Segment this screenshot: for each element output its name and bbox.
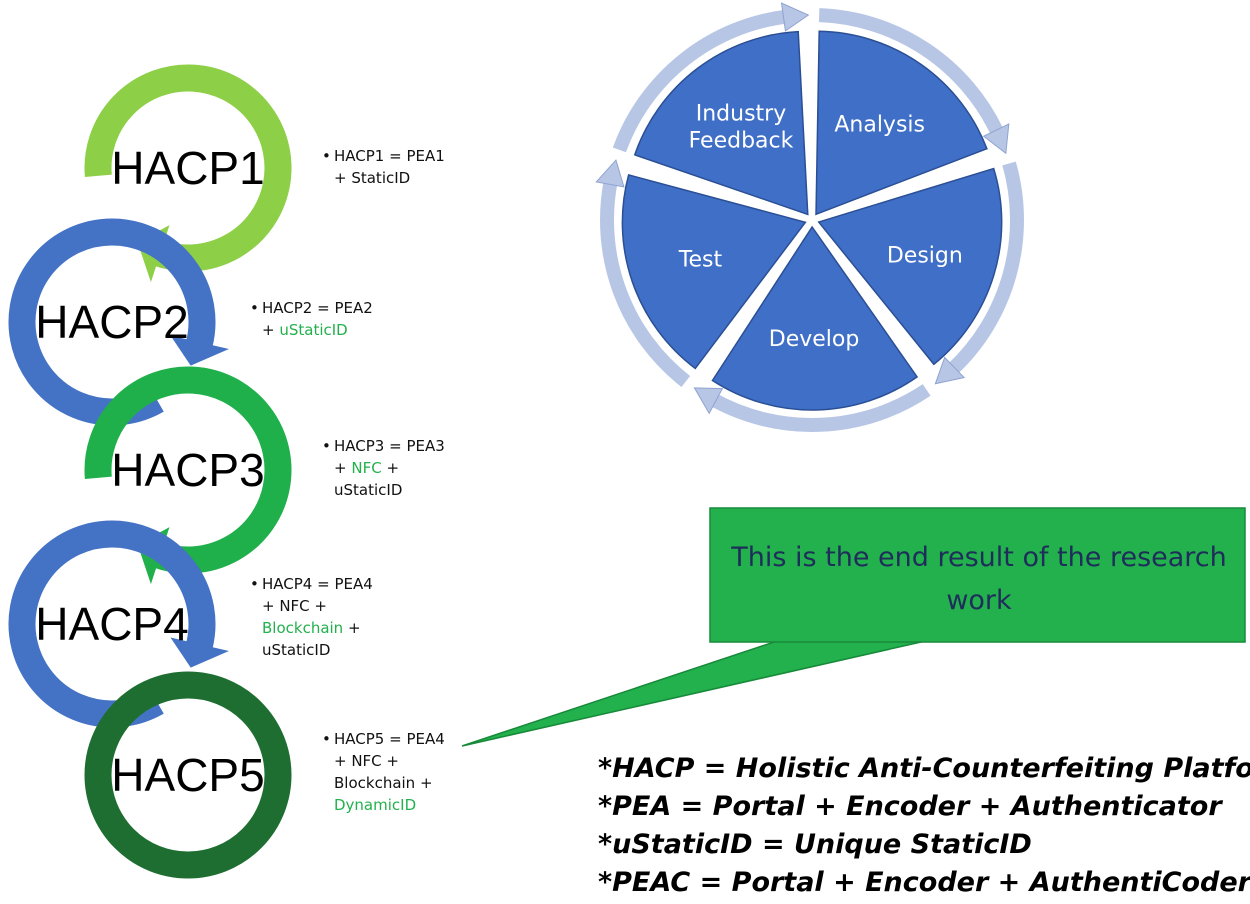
callout-pointer <box>461 639 931 747</box>
hacp-note-3: •HACP3 = PEA3+ NFC +uStaticID <box>322 435 445 501</box>
segment-wedge <box>633 30 809 216</box>
note-text: HACP3 = PEA3 <box>334 437 445 455</box>
bullet-icon: • <box>322 437 331 455</box>
legend-line-hacp: *HACP = Holistic Anti-Counterfeiting Pla… <box>598 753 1250 784</box>
hacp-ring <box>84 366 292 574</box>
note-text: uStaticID <box>334 481 403 499</box>
legend-line-ustaticid: *uStaticID = Unique StaticID <box>598 829 1032 860</box>
cycle-arrow-band <box>947 161 1024 376</box>
segment-wedge <box>815 30 988 216</box>
segment-wedge <box>711 225 919 411</box>
callout-text: This is the end result of the research w… <box>731 542 1227 616</box>
cycle-arrow-band <box>612 9 788 153</box>
cycle-segment: Test <box>595 159 807 388</box>
note-line: Blockchain + <box>322 772 445 794</box>
legend-line-peac: *PEAC = Portal + Encoder + AuthentiCoder <box>598 867 1250 898</box>
cycle-segment: Analysis <box>815 8 1010 216</box>
note-highlight: uStaticID <box>279 321 348 339</box>
hacp-stage-3: HACP3 <box>84 366 292 585</box>
hacp-stage-5: HACP5 <box>84 671 292 879</box>
hacp-note-5: •HACP5 = PEA4 + NFC + Blockchain + DynamicI… <box>322 728 445 816</box>
hacp-stage-4: HACP4 <box>8 520 229 728</box>
bullet-icon: • <box>250 575 259 593</box>
note-line: + NFC + <box>322 457 445 479</box>
segment-label: Test <box>678 247 723 272</box>
hacp-label: HACP1 <box>111 142 264 194</box>
hacp-ring <box>84 64 292 272</box>
note-line: + NFC + <box>250 595 373 617</box>
arrow-head-icon <box>170 335 229 366</box>
arrow-head-icon <box>982 123 1010 155</box>
callout-shape <box>461 507 1246 747</box>
segment-label: Develop <box>769 327 860 352</box>
note-highlight: NFC <box>351 459 382 477</box>
bullet-icon: • <box>250 299 259 317</box>
note-text: HACP4 = PEA4 <box>262 575 373 593</box>
segment-label: Analysis <box>834 112 925 137</box>
cycle-segment: Develop <box>693 225 931 432</box>
hacp-note-4: •HACP4 = PEA4 + NFC + Blockchain + uStaticI… <box>250 573 373 661</box>
note-line: + uStaticID <box>250 319 373 341</box>
legend-line-pea: *PEA = Portal + Encoder + Authenticator <box>598 791 1222 822</box>
note-text: Blockchain + <box>334 774 433 792</box>
note-line: + StaticID <box>322 167 445 189</box>
segment-wedge <box>817 167 1003 366</box>
callout-box <box>709 507 1246 643</box>
hacp-ring <box>8 520 216 728</box>
cycle-segment: Design <box>817 161 1024 385</box>
arrow-head-icon <box>934 356 966 385</box>
note-line: + NFC + <box>322 750 445 772</box>
note-text: + StaticID <box>334 169 411 187</box>
hacp-label: HACP4 <box>35 598 188 650</box>
segment-wedge <box>621 173 807 370</box>
note-line: Blockchain + <box>250 617 373 639</box>
arrow-head-icon <box>595 159 625 188</box>
hacp-note-2: •HACP2 = PEA2+ uStaticID <box>250 297 373 341</box>
segment-label: Industry <box>696 101 787 126</box>
arrow-head-icon <box>170 637 229 668</box>
hacp-stage-2: HACP2 <box>8 218 229 426</box>
note-line: •HACP3 = PEA3 <box>322 435 445 457</box>
hacp-note-1: •HACP1 = PEA1 + StaticID <box>322 145 445 189</box>
note-line: •HACP1 = PEA1 <box>322 145 445 167</box>
hacp-label: HACP3 <box>111 444 264 496</box>
arrow-head-icon <box>693 387 724 415</box>
note-line: •HACP5 = PEA4 <box>322 728 445 750</box>
hacp-ring <box>8 218 216 426</box>
note-text: + <box>262 321 280 339</box>
note-line: uStaticID <box>250 639 373 661</box>
cycle-arrow-band <box>709 384 931 432</box>
segment-label: Design <box>887 243 963 268</box>
note-highlight: DynamicID <box>334 796 417 814</box>
abbreviation-legend: *HACP = Holistic Anti-Counterfeiting Pla… <box>598 750 1250 902</box>
note-line: •HACP2 = PEA2 <box>250 297 373 319</box>
hacp-label: HACP5 <box>111 749 264 801</box>
cycle-arrow-band <box>818 8 1005 137</box>
note-line: DynamicID <box>322 794 445 816</box>
arrow-head-icon <box>780 2 810 32</box>
note-text: HACP2 = PEA2 <box>262 299 373 317</box>
note-text: + NFC + <box>262 597 327 615</box>
bullet-icon: • <box>322 147 331 165</box>
hacp-stage-1: HACP1 <box>84 64 292 283</box>
note-text: HACP1 = PEA1 <box>334 147 445 165</box>
note-text: uStaticID <box>262 641 331 659</box>
note-text: HACP5 = PEA4 <box>334 730 445 748</box>
cycle-arrow-band <box>600 179 691 388</box>
note-text: + <box>343 619 361 637</box>
note-text: + <box>381 459 400 477</box>
note-text: + NFC + <box>334 752 399 770</box>
note-line: uStaticID <box>322 479 445 501</box>
segment-label: Feedback <box>689 128 794 153</box>
hacp-label: HACP2 <box>35 296 188 348</box>
note-text: + <box>334 459 352 477</box>
hacp-ring <box>84 671 292 879</box>
note-line: •HACP4 = PEA4 <box>250 573 373 595</box>
note-highlight: Blockchain <box>262 619 344 637</box>
bullet-icon: • <box>322 730 331 748</box>
